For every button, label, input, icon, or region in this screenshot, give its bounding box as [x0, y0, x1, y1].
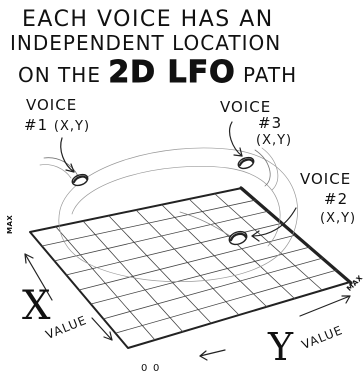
grid-thick-edge: [239, 186, 353, 285]
x-axis-letter: X: [22, 283, 51, 329]
x-axis-arrow-up: [24, 253, 53, 301]
voice-2-trail: [179, 211, 231, 237]
title-line-2: independent location: [10, 31, 282, 55]
zero-label-left: 0: [141, 363, 148, 374]
voice-2-pointer: [251, 207, 297, 237]
y-axis-arrow-left: [199, 349, 226, 357]
title-2d-lfo: 2D LFO: [108, 55, 236, 90]
title-line-1: Each voice has an: [22, 7, 274, 32]
y-axis-arrow-right: [299, 295, 351, 317]
voice-3-trail: [254, 149, 271, 187]
lfo-path: [58, 147, 298, 283]
voice-3-dot: [237, 156, 255, 170]
voice-3-label: Voice: [220, 98, 272, 116]
voice-1-trail: [43, 157, 79, 177]
title-line-3-prefix: on the: [18, 63, 101, 87]
voice-2-dot: [228, 230, 248, 246]
y-axis-letter: Y: [268, 325, 294, 369]
voice-1-coords: (x,y): [53, 119, 91, 134]
x-axis-max-label: MAX: [6, 214, 14, 234]
x-axis-arrow-down: [91, 317, 113, 341]
voice-1-label: Voice: [26, 96, 78, 114]
zero-label-right: 0: [153, 363, 160, 374]
voice-1-number: #1 (x,y): [24, 116, 91, 134]
voice-3-coords: (x,y): [256, 133, 293, 148]
grid-lines-b: [41, 199, 338, 334]
voice-3-number: #3: [258, 114, 283, 132]
voice-1-pointer: [60, 137, 75, 173]
title-line-3: on the 2D LFO path: [18, 55, 298, 90]
voice-2-label: Voice: [300, 170, 352, 188]
voice-2-coords: (x,y): [320, 211, 357, 226]
title-line-3-suffix: path: [243, 63, 298, 87]
voice-1-dot: [71, 173, 89, 187]
voice-2-number: #2: [324, 190, 349, 208]
voice-1-number-text: #1: [24, 116, 49, 134]
voice-3-pointer: [229, 121, 243, 157]
